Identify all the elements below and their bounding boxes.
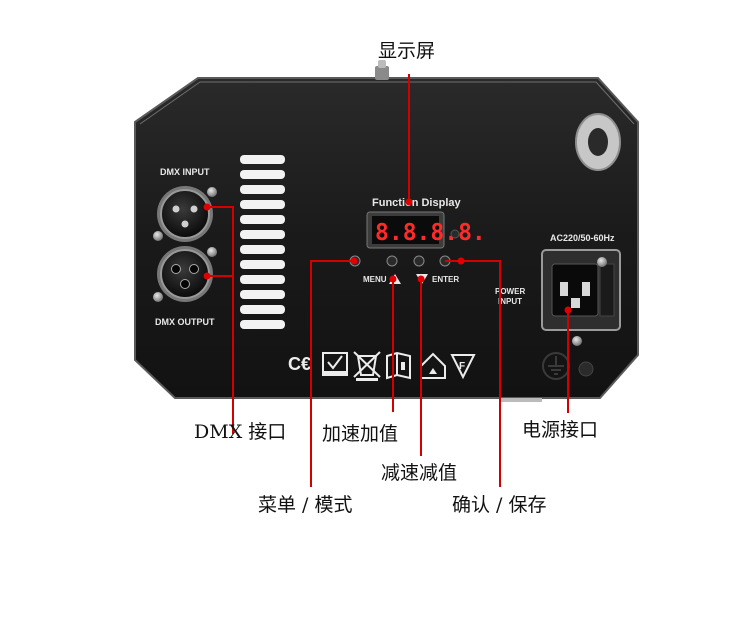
callout-menu-mode: 菜单 / 模式 xyxy=(258,494,353,516)
callout-speed-down: 减速减值 xyxy=(381,462,458,484)
display-indicator-led xyxy=(450,229,460,239)
power-label-line1: POWER xyxy=(495,287,525,296)
bottom-rail xyxy=(500,398,542,402)
screw-icon xyxy=(578,361,594,377)
screw-icon xyxy=(207,247,217,257)
weee-bin-icon xyxy=(353,351,381,381)
dmx-output-label: DMX OUTPUT xyxy=(155,317,215,327)
ventilation-grille xyxy=(240,155,285,329)
top-screw-icon xyxy=(375,60,389,80)
f-mark-icon: F xyxy=(450,354,476,380)
callout-dmx-port: DMX 接口 xyxy=(194,421,287,443)
voltage-label: AC220/50-60Hz xyxy=(550,233,615,243)
function-display-label: Function Display xyxy=(372,197,462,209)
up-button[interactable] xyxy=(386,255,398,267)
enter-label: ENTER xyxy=(432,275,459,284)
menu-leader-line xyxy=(310,260,354,487)
dmx-input-connector[interactable] xyxy=(157,186,213,242)
screw-icon xyxy=(153,292,163,302)
dmx-leader-line xyxy=(205,206,234,434)
function-display: 8.8.8.8. xyxy=(366,211,486,249)
safety-eyelet-icon xyxy=(575,113,621,171)
body-edge-highlight xyxy=(139,81,635,125)
callout-power-port: 电源接口 xyxy=(522,419,599,441)
svg-text:C€: C€ xyxy=(288,354,311,374)
manual-icon xyxy=(386,351,411,380)
display-readout: 8.8.8.8. xyxy=(375,220,486,246)
dmx-input-label: DMX INPUT xyxy=(160,167,210,177)
ce-mark-icon: C€ xyxy=(288,354,311,374)
menu-label: MENU xyxy=(363,275,387,284)
power-inlet-socket[interactable] xyxy=(541,249,621,331)
leader-lines xyxy=(205,74,569,487)
svg-text:F: F xyxy=(459,361,465,372)
callout-enter-save: 确认 / 保存 xyxy=(452,494,547,516)
screw-icon xyxy=(207,187,217,197)
callout-display: 显示屏 xyxy=(378,40,436,62)
leader-dots xyxy=(203,198,572,314)
screw-icon xyxy=(572,336,582,346)
power-label-line2: INPUT xyxy=(498,297,522,306)
screw-icon xyxy=(597,257,607,267)
callout-speed-up: 加速加值 xyxy=(322,423,399,445)
down-button[interactable] xyxy=(413,255,425,267)
rohs-icon xyxy=(322,352,348,376)
screw-icon xyxy=(153,231,163,241)
